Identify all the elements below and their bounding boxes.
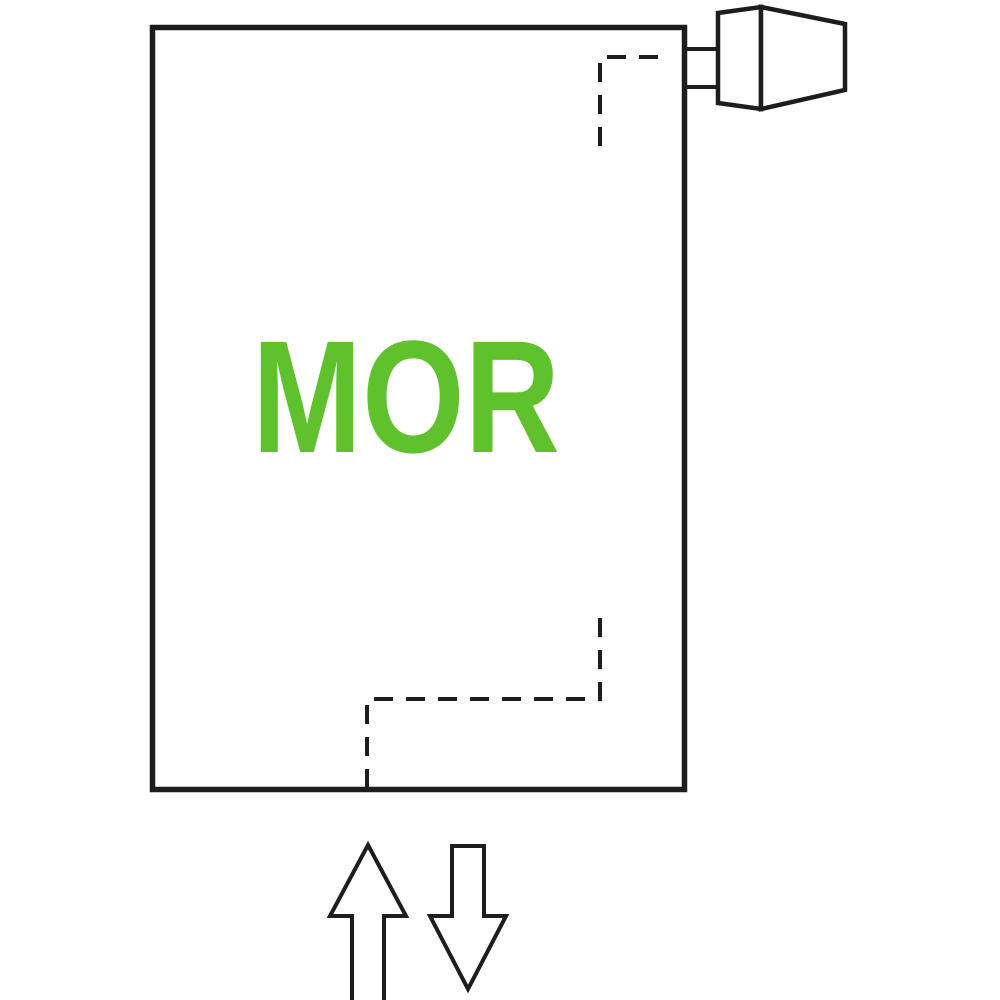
- internal-pipe-bottom-dashed: [365, 618, 602, 789]
- flow-up-arrow-icon: [326, 840, 410, 1000]
- valve-pipe-stub: [686, 47, 718, 89]
- model-label: MOR: [252, 307, 560, 486]
- valve-head-cone-icon: [758, 4, 848, 112]
- flow-down-arrow-icon: [426, 844, 510, 994]
- radiator-body: [149, 24, 688, 793]
- valve-body: [715, 4, 764, 112]
- diagram-strokes: [149, 4, 848, 1000]
